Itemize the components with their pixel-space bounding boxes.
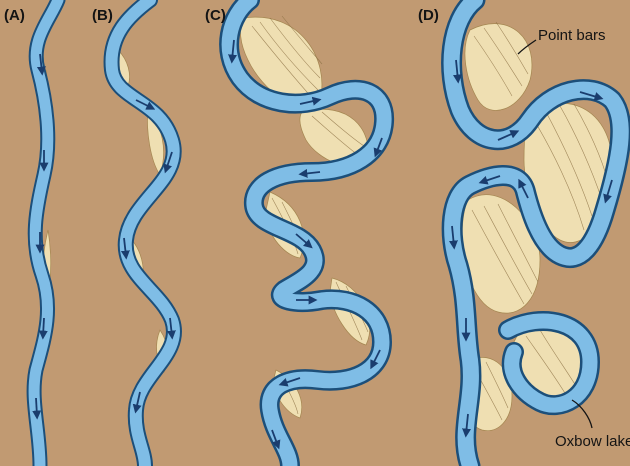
river-channel [443, 0, 629, 466]
flow-arrow [295, 233, 313, 249]
flow-arrow [278, 377, 301, 387]
point-bars-label: Point bars [538, 27, 606, 44]
panel-label-a: (A) [4, 7, 25, 24]
point-bar [523, 102, 613, 243]
flow-arrow [373, 137, 383, 158]
point-bars-leader-line [517, 39, 537, 55]
flow-arrow [36, 53, 46, 76]
panel-d: (D) Point bars Oxbow lake [418, 0, 630, 466]
panel-label-d: (D) [418, 7, 439, 24]
flow-arrow [448, 225, 458, 250]
panel-c: (C) [205, 0, 395, 466]
flow-arrow [135, 99, 156, 110]
flow-arrow [163, 151, 173, 174]
flow-arrow [271, 429, 281, 450]
flow-arrow [166, 317, 176, 340]
flow-arrow [462, 413, 472, 438]
oxbow-lake-label: Oxbow lake [555, 433, 630, 450]
oxbow-lake-water [500, 313, 598, 413]
flow-arrow [518, 178, 529, 199]
accretion-lines [471, 21, 609, 421]
oxbow-lake-leader-line [571, 399, 593, 429]
panel-a: (A) [4, 0, 66, 466]
flow-arrow [228, 39, 238, 64]
flow-arrow [579, 91, 604, 101]
panel-b: (B) [92, 0, 182, 466]
panel-label-b: (B) [92, 7, 113, 24]
flow-arrow [603, 179, 613, 204]
flow-arrow [298, 168, 321, 178]
flow-arrow [132, 391, 142, 414]
flow-arrow [32, 397, 42, 420]
river-channel [221, 0, 392, 466]
flow-arrow [299, 96, 322, 106]
flow-arrow [120, 237, 130, 260]
panel-label-c: (C) [205, 7, 226, 24]
flow-arrow [38, 317, 48, 340]
flow-arrow [370, 349, 381, 370]
point-bar [464, 23, 533, 111]
oxbow-lake [498, 310, 600, 416]
flow-arrow [497, 130, 520, 141]
flow-arrow [452, 59, 462, 84]
flow-arrow [478, 175, 501, 185]
